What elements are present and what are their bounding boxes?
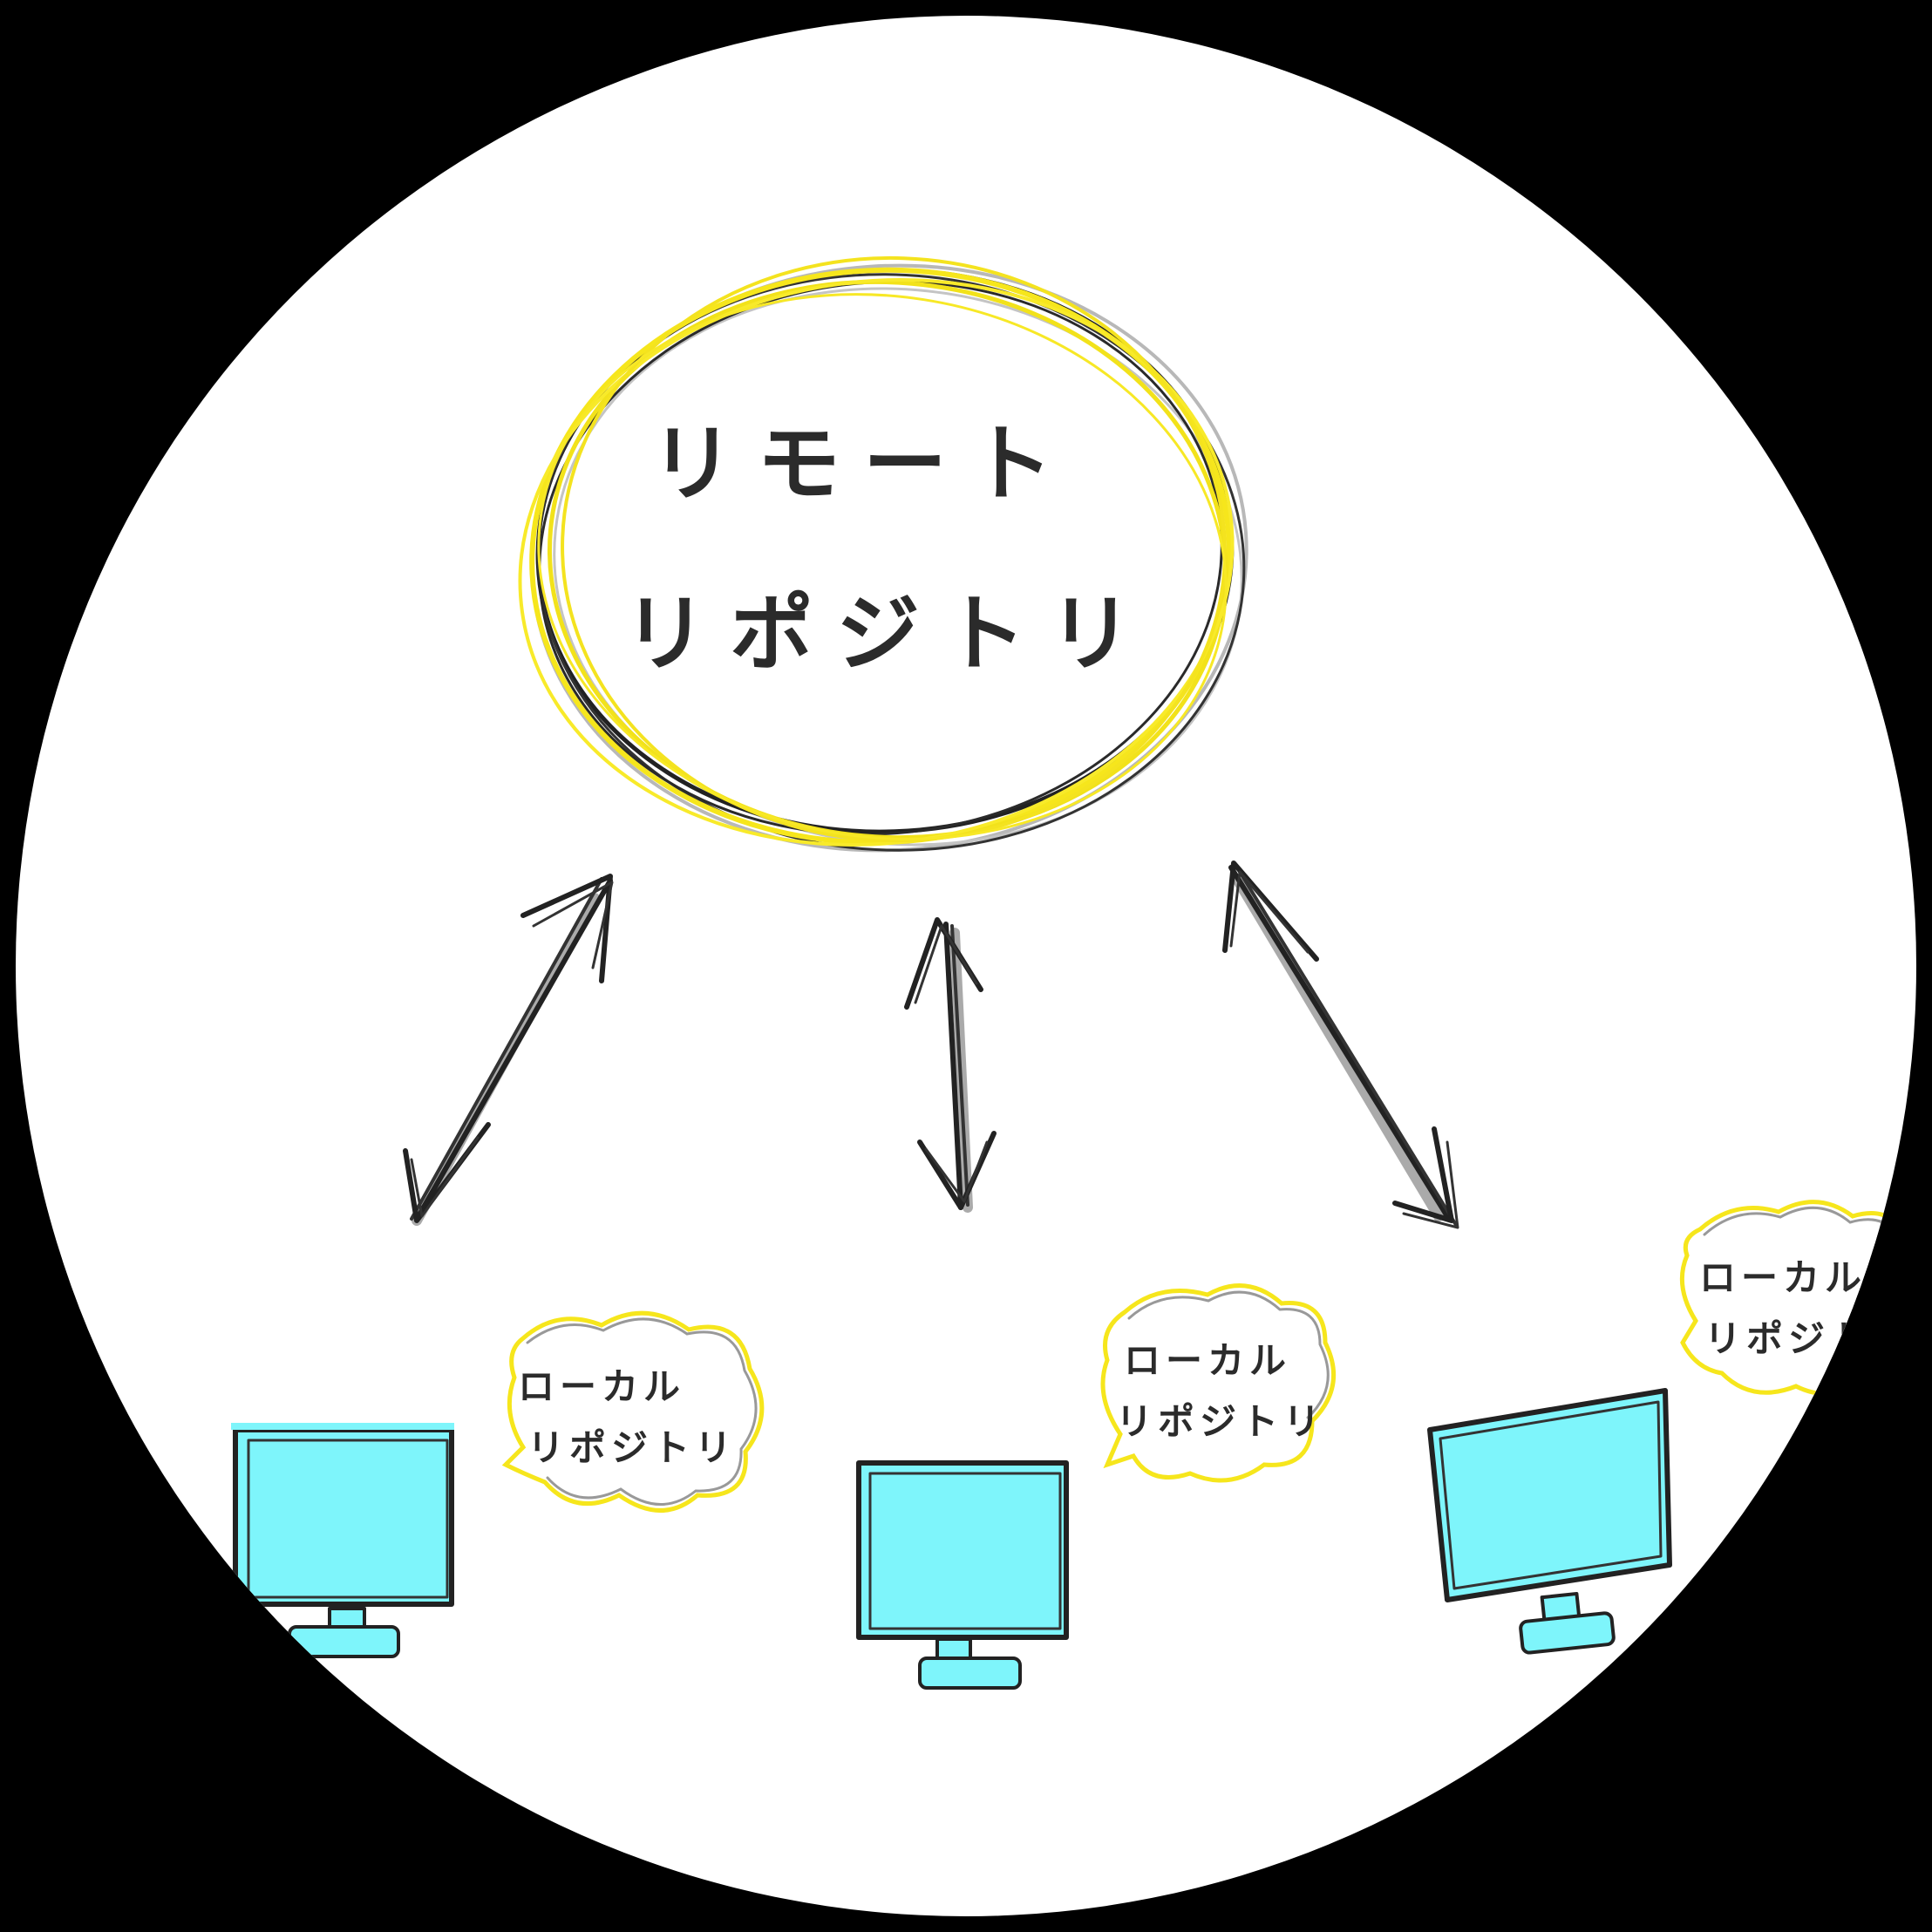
arrow-left — [403, 874, 614, 1226]
speech-bubble-icon — [1100, 1283, 1337, 1483]
local-label-line1: ローカル — [1699, 1256, 1867, 1299]
arrow-right — [1222, 861, 1459, 1229]
remote-repository: リモート リポジトリ — [518, 255, 1248, 853]
remote-label-line1: リモート — [650, 415, 1076, 513]
monitor-icon — [1427, 1388, 1672, 1655]
local-label-line1: ローカル — [518, 1365, 685, 1408]
arrow-middle — [904, 917, 997, 1213]
local-label-line2: リポジトリ — [527, 1426, 737, 1469]
local-label-line2: リポジトリ — [1116, 1400, 1325, 1443]
remote-label-line2: リポジトリ — [623, 585, 1155, 683]
remote-scribble-icon — [518, 255, 1248, 853]
local-repository-2: ローカル リポジトリ — [856, 1283, 1337, 1690]
monitor-icon — [231, 1423, 454, 1658]
monitor-icon — [856, 1460, 1069, 1690]
speech-bubble-icon — [501, 1310, 765, 1513]
local-repository-1: ローカル リポジトリ — [231, 1310, 765, 1658]
local-label-line1: ローカル — [1124, 1339, 1291, 1382]
